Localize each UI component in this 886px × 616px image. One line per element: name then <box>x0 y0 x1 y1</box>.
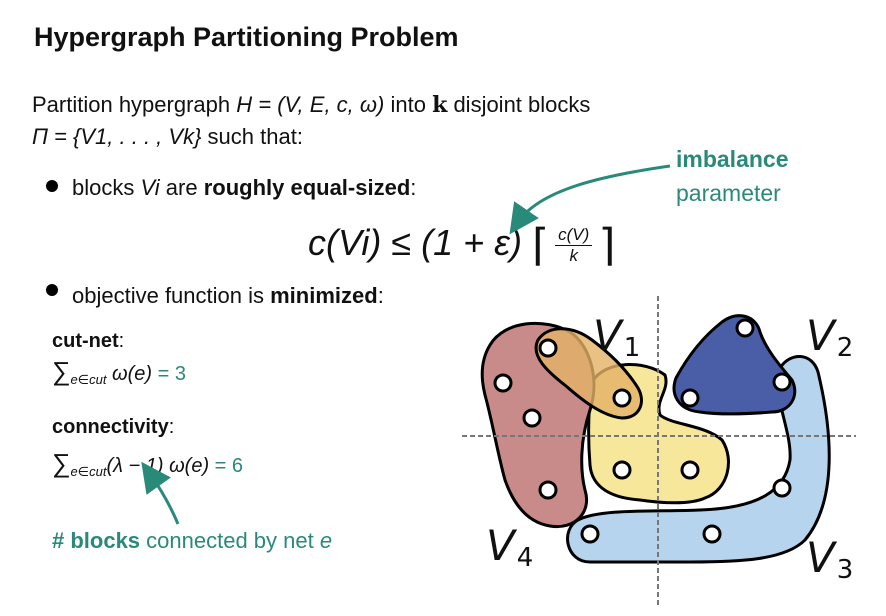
block-label-v1: V1 <box>593 311 640 363</box>
fraction-denominator: k <box>569 246 578 265</box>
bullet-2-text: objective function is minimized: <box>72 283 384 309</box>
sum-symbol: ∑ <box>52 356 71 386</box>
intro-mid: into <box>384 92 433 117</box>
vertex <box>580 524 600 544</box>
vertex <box>702 524 722 544</box>
sum-subscript: e∈cut <box>70 372 107 387</box>
vertex <box>493 373 513 393</box>
sum-symbol: ∑ <box>52 448 71 478</box>
intro-line-2: Π = {V1, . . . , Vk} such that: <box>32 124 303 150</box>
blocks-note-var: e <box>319 528 333 553</box>
formula-lhs: c(Vi) ≤ (1 + ε) <box>308 222 522 264</box>
block-label-v4: V4 <box>486 521 533 573</box>
bullet-1-mid: are <box>159 175 204 200</box>
vertex <box>612 460 632 480</box>
connectivity-colon: : <box>168 416 175 438</box>
k-symbol: k <box>432 92 448 118</box>
block-label-v2: V2 <box>806 311 853 363</box>
vertex <box>680 460 700 480</box>
bullet-dot-1 <box>46 180 58 192</box>
cutnet-term: ω(e) <box>112 363 153 385</box>
intro-prefix: Partition hypergraph <box>32 92 237 117</box>
sum-subscript: e∈cut <box>70 464 107 479</box>
formula-fraction: c(V)k <box>555 225 593 266</box>
connectivity-result: = 6 <box>214 455 244 477</box>
vertex <box>772 372 792 392</box>
bullet-1-var: Vi <box>140 175 160 200</box>
lambda-arrow <box>141 461 180 525</box>
fraction-numerator: c(V) <box>555 225 593 246</box>
block-label-v3: V3 <box>806 533 853 585</box>
net-lightblue <box>566 355 831 564</box>
vertex <box>772 478 792 498</box>
cutnet-formula: ∑e∈cut ω(e) = 3 <box>52 356 186 388</box>
imbalance-arrow <box>509 164 671 235</box>
blocks-note-bold: # blocks <box>52 528 141 553</box>
blocks-note-text: connected by net <box>140 528 320 553</box>
bullet-dot-2 <box>46 284 58 296</box>
parameter-label: parameter <box>676 180 781 206</box>
cutnet-colon: : <box>118 330 125 352</box>
cutnet-heading: cut-net: <box>52 330 124 353</box>
vertex <box>612 388 632 408</box>
bullet-2-suffix: : <box>377 283 384 308</box>
hypergraph-formula: H = (V, E, c, ω) <box>236 92 385 117</box>
ceil-right: ⌉ <box>598 221 616 270</box>
bullet-1-text: blocks Vi are roughly equal-sized: <box>72 175 416 201</box>
partition-formula: Π = {V1, . . . , Vk} <box>32 124 202 149</box>
vertex <box>680 388 700 408</box>
cutnet-label: cut-net <box>52 330 119 352</box>
cutnet-result: = 3 <box>157 363 186 385</box>
blocks-note: # blocks connected by net e <box>52 528 332 554</box>
vertex <box>735 318 755 338</box>
intro-line2-suffix: such that: <box>201 124 303 149</box>
vertex <box>538 480 558 500</box>
bullet-2-prefix: objective function is <box>72 283 271 308</box>
intro-suffix: disjoint blocks <box>447 92 591 117</box>
vertex <box>538 338 558 358</box>
vertex <box>522 408 542 428</box>
bullet-1-suffix: : <box>410 175 417 200</box>
bullet-1-bold: roughly equal-sized <box>203 175 411 200</box>
bullet-1-prefix: blocks <box>72 175 141 200</box>
net-darkblue <box>672 314 797 416</box>
intro-line-1: Partition hypergraph H = (V, E, c, ω) in… <box>32 92 590 118</box>
imbalance-label: imbalance <box>676 146 789 172</box>
connectivity-heading: connectivity: <box>52 416 174 439</box>
bullet-2-bold: minimized <box>270 283 378 308</box>
connectivity-label: connectivity <box>52 416 169 438</box>
page-title: Hypergraph Partitioning Problem <box>34 22 459 52</box>
